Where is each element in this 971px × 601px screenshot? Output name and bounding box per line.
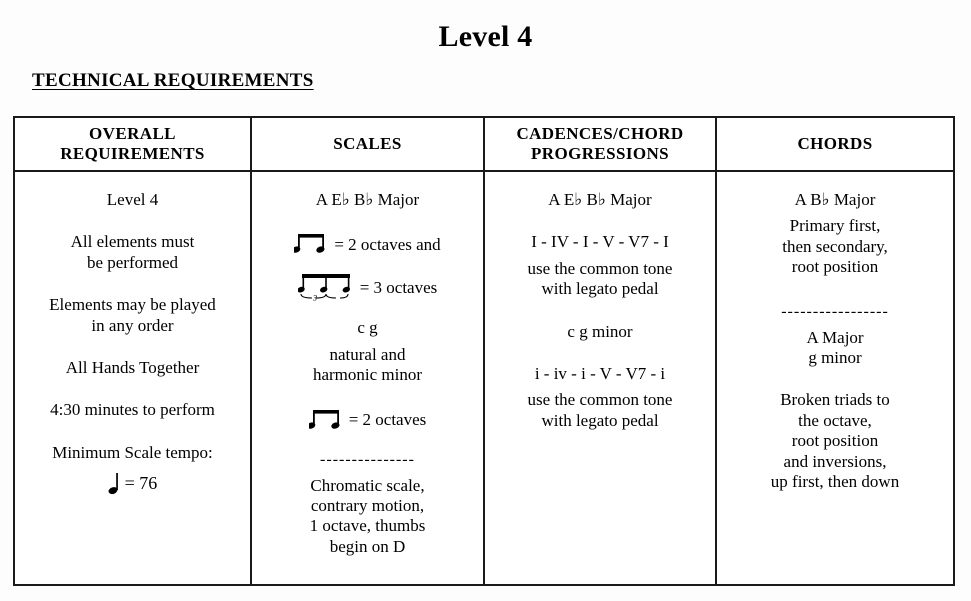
beamed-eighth-note-pair-icon — [294, 232, 328, 258]
technical-requirements-table: OVERALL REQUIREMENTS SCALES CADENCES/CHO… — [13, 116, 955, 586]
beamed-eighth-note-pair-icon — [308, 408, 343, 434]
scales-minor-type: natural and harmonic minor — [312, 344, 423, 385]
section-heading: TECHNICAL REQUIREMENTS — [32, 70, 314, 91]
overall-tempo-value: = 76 — [124, 473, 158, 494]
svg-text:3: 3 — [312, 294, 317, 303]
table-body-row: Level 4 All elements must be performed E… — [15, 172, 953, 584]
cell-cadences: A E♭ B♭ Major I - IV - I - V - V7 - I us… — [485, 172, 718, 584]
scales-two-octaves-major-line: = 2 octaves and — [294, 232, 441, 258]
chords-separator: ----------------- — [781, 302, 889, 320]
cadences-major-keys: A E♭ B♭ Major — [548, 190, 652, 209]
cell-overall-requirements: Level 4 All elements must be performed E… — [15, 172, 252, 584]
chords-second-keys: A Major g minor — [806, 327, 864, 367]
column-header-overall-requirements: OVERALL REQUIREMENTS — [15, 118, 252, 170]
scales-chromatic: Chromatic scale, contrary motion, 1 octa… — [309, 475, 426, 556]
overall-tempo-label: Minimum Scale tempo: — [52, 442, 213, 462]
chords-major-keys: A B♭ Major — [794, 190, 876, 209]
cadences-minor-keys: c g minor — [567, 321, 633, 341]
scales-major-keys: A E♭ B♭ Major — [315, 190, 420, 209]
cadences-minor-instruction: use the common tone with legato pedal — [527, 390, 673, 430]
beamed-triplet-icon: 3 — [297, 272, 354, 304]
scales-three-octaves-text: = 3 octaves — [359, 278, 438, 298]
cadences-major-progression: I - IV - I - V - V7 - I — [531, 232, 669, 252]
overall-level: Level 4 — [106, 190, 159, 209]
quarter-note-icon — [108, 471, 120, 497]
scales-two-octaves-minor-line: = 2 octaves — [308, 408, 427, 434]
overall-any-order: Elements may be played in any order — [49, 295, 216, 335]
cell-scales: A E♭ B♭ Major = 2 octaves and — [252, 172, 485, 584]
scales-minor-keys: c g — [357, 318, 378, 338]
table-header-row: OVERALL REQUIREMENTS SCALES CADENCES/CHO… — [15, 118, 953, 172]
column-header-scales: SCALES — [252, 118, 485, 170]
chords-major-detail: Primary first, then secondary, root posi… — [782, 216, 888, 277]
cell-chords: A B♭ Major Primary first, then secondary… — [717, 172, 953, 584]
cadences-minor-progression: i - iv - i - V - V7 - i — [534, 363, 666, 383]
scales-separator: --------------- — [320, 450, 415, 468]
column-header-cadences-chord-progressions: CADENCES/CHORD PROGRESSIONS — [485, 118, 718, 170]
overall-hands-together: All Hands Together — [65, 357, 200, 377]
scales-three-octaves-line: 3 = 3 octaves — [297, 272, 438, 304]
overall-tempo-line: = 76 — [108, 471, 158, 497]
overall-duration: 4:30 minutes to perform — [50, 400, 215, 420]
cadences-major-instruction: use the common tone with legato pedal — [527, 258, 673, 299]
chords-broken-triads: Broken triads to the octave, root positi… — [770, 390, 900, 491]
scales-two-octaves-minor-text: = 2 octaves — [348, 410, 427, 430]
scales-two-octaves-major-text: = 2 octaves and — [334, 235, 441, 255]
column-header-chords: CHORDS — [797, 133, 873, 153]
overall-all-elements: All elements must be performed — [70, 232, 195, 272]
page-title: Level 4 — [438, 20, 533, 53]
